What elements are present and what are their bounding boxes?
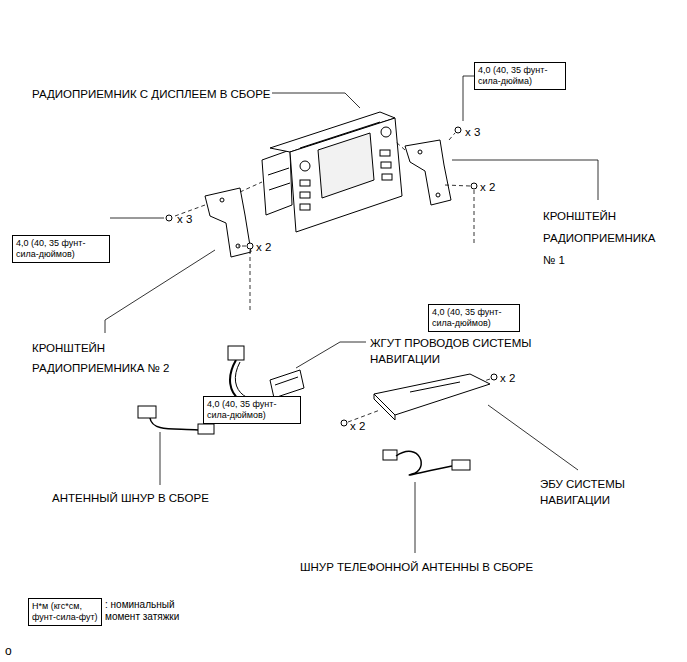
- part-name: РАДИОПРИЕМНИК С ДИСПЛЕЕМ В СБОРЕ: [32, 86, 271, 102]
- torque-value: 4,0 (40, 35 фунт-сила-дюймов): [16, 238, 106, 260]
- radio-unit-part: [382, 174, 392, 180]
- unit-text: Н*м (кгс*см, фунт-сила-фут): [32, 601, 98, 623]
- leader-line-part: [272, 93, 360, 108]
- navigation-harness-part: [270, 370, 304, 398]
- quantity-label: x 2: [256, 239, 271, 255]
- assembly-dash-line-part: [250, 250, 251, 310]
- leader-line-part: [105, 250, 215, 333]
- torque-value: 4,0 (40, 35 фунт-сила-дюймов): [207, 399, 297, 421]
- radio-bracket-2-part: [220, 198, 224, 202]
- part-name: ШНУР ТЕЛЕФОННОЙ АНТЕННЫ В СБОРЕ: [300, 559, 533, 575]
- antenna-cord-part: [138, 406, 156, 418]
- torque-spec-box: 4,0 (40, 35 фунт-сила-дюймов): [12, 235, 110, 263]
- navigation-ecu: [374, 374, 490, 420]
- radio-bracket-2-part: [205, 188, 251, 257]
- radio-unit-part: [318, 133, 374, 198]
- antenna-cord-part: [150, 418, 198, 430]
- phone-antenna-cord: [383, 450, 470, 475]
- radio-unit: [262, 112, 402, 232]
- radio-unit-part: [300, 204, 310, 210]
- quantity-label: x 2: [480, 179, 495, 195]
- radio-unit-part: [262, 150, 292, 215]
- radio-unit-part: [300, 192, 310, 198]
- leader-line-part: [463, 76, 474, 121]
- navigation-harness-part: [275, 377, 298, 385]
- navigation-ecu-part: [410, 382, 460, 392]
- quantity-label: x 3: [177, 211, 192, 227]
- leader-line-part: [110, 218, 164, 219]
- radio-bracket-2: [205, 188, 251, 257]
- radio-unit-part: [300, 161, 310, 171]
- assembly-dash-line-part: [445, 185, 470, 186]
- radio-unit-part: [381, 127, 391, 137]
- legend-sample-box: Н*м (кгс*см, фунт-сила-фут): [28, 598, 102, 626]
- antenna-cord-part: [198, 424, 214, 434]
- assembly-dash-line-part: [449, 133, 455, 140]
- navigation-harness-part: [228, 346, 244, 360]
- leader-line-part: [415, 482, 416, 553]
- assembly-dash-line-part: [240, 182, 262, 192]
- quantity-label: x 2: [350, 418, 365, 434]
- radio-bracket-1-part: [405, 140, 451, 205]
- torque-value: 4,0 (40, 35 фунт-сила-дюйма): [478, 65, 562, 87]
- radio-unit-part: [380, 150, 390, 156]
- radio-unit-part: [269, 183, 290, 190]
- bolt: [166, 127, 497, 426]
- navigation-ecu-part: [374, 374, 490, 415]
- assembly-dash-line-part: [238, 246, 246, 247]
- bolt-part: [455, 127, 461, 133]
- phone-antenna-cord-part: [452, 460, 470, 470]
- bolt-part: [491, 374, 497, 380]
- radio-unit-part: [268, 168, 289, 175]
- torque-spec-box: 4,0 (40, 35 фунт-сила-дюймов): [428, 304, 520, 332]
- leader-line-part: [452, 160, 598, 200]
- torque-spec-box: 4,0 (40, 35 фунт-сила-дюймов): [203, 396, 301, 424]
- part-name: ЭБУ СИСТЕМЫ НАВИГАЦИИ: [540, 476, 640, 508]
- radio-unit-part: [300, 122, 380, 148]
- leader-line-part: [296, 342, 366, 368]
- radio-bracket-1-part: [436, 193, 440, 197]
- radio-unit-part: [300, 180, 310, 186]
- torque-spec-box: 4,0 (40, 35 фунт-сила-дюйма): [474, 62, 566, 90]
- part-name: ЖГУТ ПРОВОДОВ СИСТЕМЫ НАВИГАЦИИ: [370, 335, 545, 367]
- leader-line: [105, 76, 598, 553]
- radio-unit-part: [290, 118, 402, 232]
- legend-text: : номинальный момент затяжки: [105, 599, 190, 623]
- assembly-dash-line-part: [396, 142, 405, 150]
- legend-key: Н*м (кгс*см, фунт-сила-фут): номинальный…: [28, 598, 102, 626]
- quantity-label: x 3: [465, 124, 480, 140]
- radio-bracket-1: [405, 140, 451, 205]
- page-marker: o: [5, 643, 12, 659]
- leader-line-part: [160, 432, 161, 485]
- bolt-part: [166, 215, 172, 221]
- part-name: КРОНШТЕЙН РАДИОПРИЕМНИКА № 1: [543, 205, 661, 271]
- bolt-part: [341, 420, 347, 426]
- phone-antenna-cord-part: [383, 450, 397, 460]
- leader-line-part: [488, 405, 578, 470]
- bolt-part: [247, 243, 253, 249]
- phone-antenna-cord-part: [396, 451, 452, 475]
- part-name: АНТЕННЫЙ ШНУР В СБОРЕ: [52, 490, 209, 506]
- part-name: КРОНШТЕЙН РАДИОПРИЕМНИКА № 2: [32, 338, 182, 378]
- assembly-dash-line: [175, 133, 490, 422]
- bolt-part: [471, 183, 477, 189]
- radio-unit-part: [381, 162, 391, 168]
- quantity-label: x 2: [500, 370, 515, 386]
- radio-bracket-1-part: [418, 150, 422, 154]
- navigation-ecu-part: [374, 394, 395, 420]
- torque-value: 4,0 (40, 35 фунт-сила-дюймов): [432, 307, 516, 329]
- assembly-dash-line-part: [474, 190, 475, 246]
